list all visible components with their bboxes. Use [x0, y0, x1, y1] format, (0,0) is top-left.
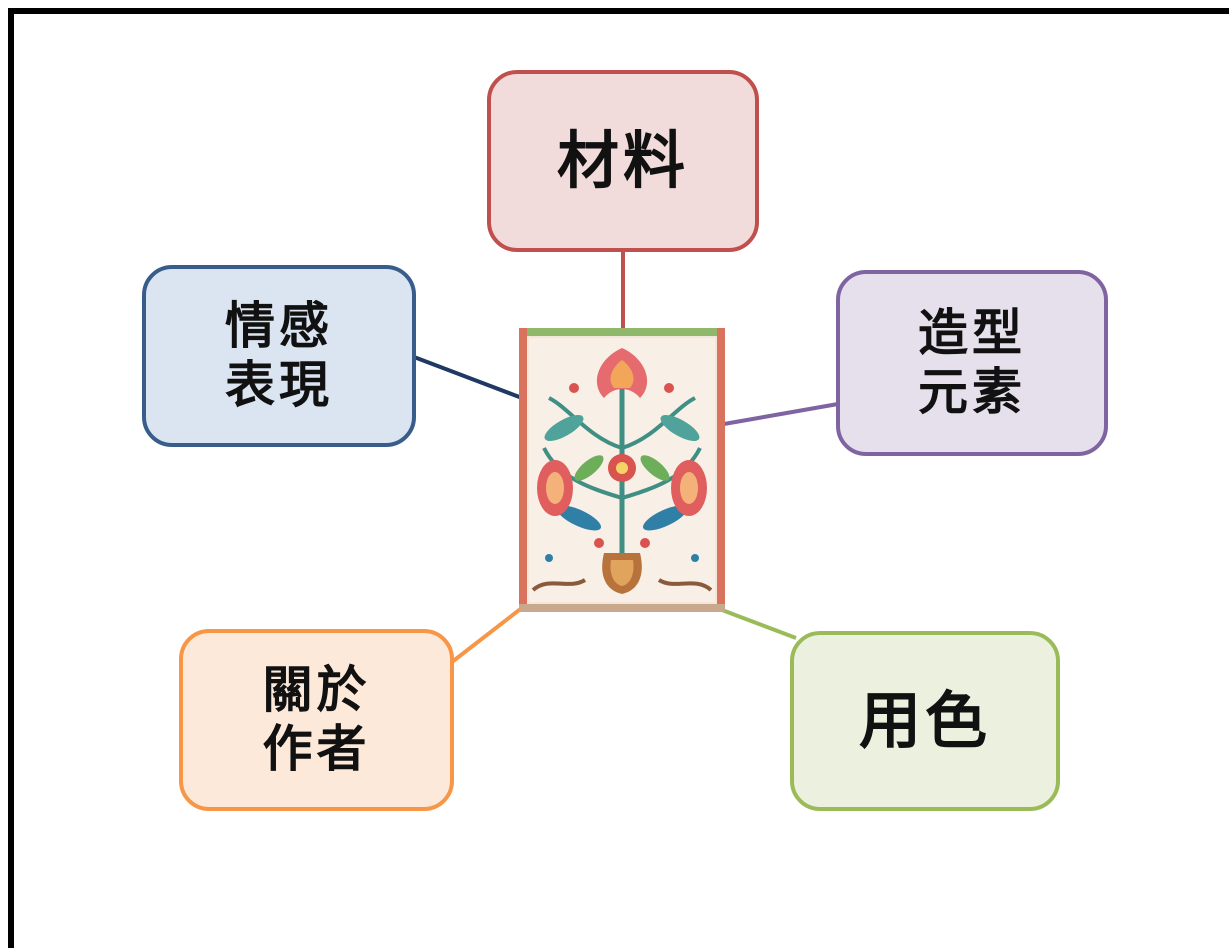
node-emotion-label-line2: 表現 — [225, 356, 333, 414]
node-materials: 材料 — [487, 70, 759, 252]
node-form-label-line1: 造型 — [918, 304, 1026, 362]
node-color-use: 用色 — [790, 631, 1060, 811]
ornamental-floral-textile-artwork-icon — [519, 328, 725, 612]
node-color-label: 用色 — [858, 684, 991, 758]
connector-lines — [413, 252, 839, 664]
node-about-author: 關於 作者 — [179, 629, 454, 811]
node-form-label-line2: 元素 — [918, 363, 1026, 421]
node-form-elements: 造型 元素 — [836, 270, 1108, 456]
connector-color — [721, 608, 797, 640]
node-author-label-line1: 關於 — [262, 661, 371, 719]
connector-form — [723, 402, 839, 426]
node-author-label-line2: 作者 — [262, 720, 371, 778]
connector-emotion — [413, 355, 523, 400]
diagram-frame — [8, 8, 1229, 948]
connector-author — [450, 605, 525, 664]
node-emotion-label-line1: 情感 — [225, 297, 333, 355]
node-materials-label: 材料 — [556, 124, 689, 198]
node-emotional-expression: 情感 表現 — [142, 265, 416, 447]
